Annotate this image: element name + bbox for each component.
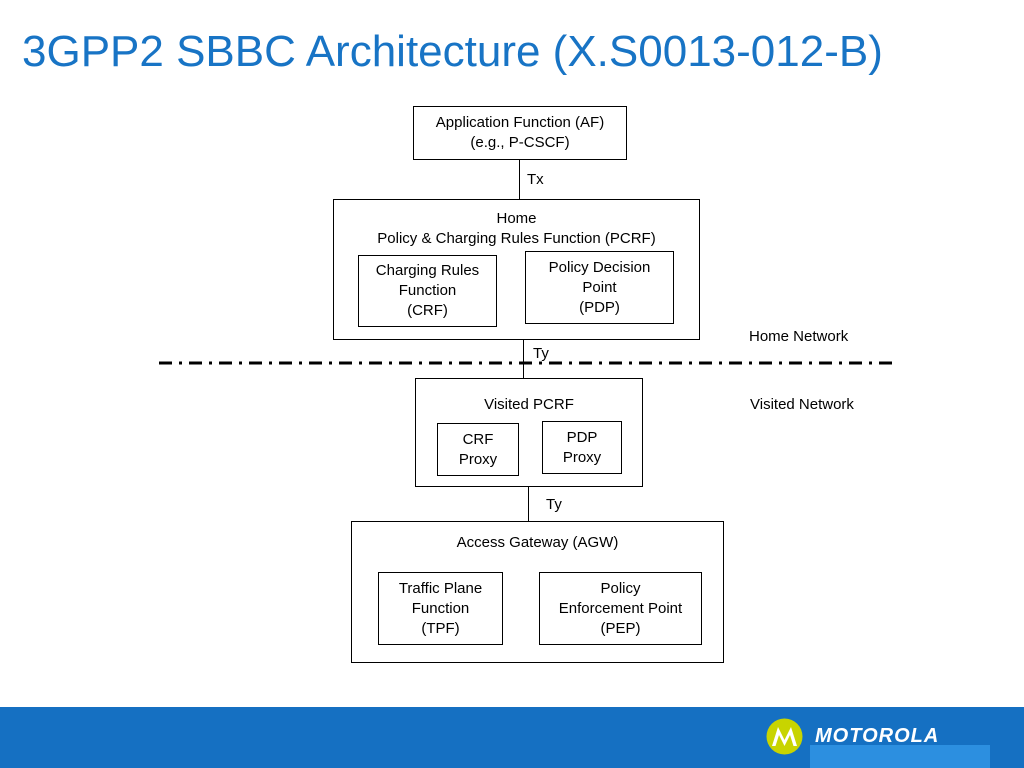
pep-line-3: (PEP) [600,619,641,637]
agw-label: Access Gateway (AGW) [456,534,619,551]
pdp-proxy-line-2: Proxy [562,448,602,466]
crf-line-2: Function [398,282,457,299]
pdp-line-1: Policy Decision [548,258,651,276]
tpf-line-1: Traffic Plane [398,579,483,597]
pep-line-1: Policy [600,579,641,597]
pep-line-2: Enforcement Point [558,599,683,617]
motorola-wordmark: MOTOROLA [815,725,940,747]
motorola-batwing-icon [766,718,803,755]
policy-enforcement-point-box: Policy Enforcement Point (PEP) [539,572,702,645]
tpf-line-3: (TPF) [421,619,460,637]
tx-connector [519,159,520,199]
slide-title: 3GPP2 SBBC Architecture (X.S0013-012-B) [22,27,883,76]
crf-proxy-line-1: CRF [462,430,494,448]
pdp-proxy-box: PDP Proxy [542,421,622,474]
crf-proxy-box: CRF Proxy [437,423,519,476]
crf-line-1: Charging Rules [375,262,480,279]
crf-proxy-line-2: Proxy [458,450,498,468]
af-line-1: Application Function (AF) [435,114,605,131]
charging-rules-function-box: Charging Rules Function (CRF) [358,255,497,327]
ty-upper-connector [523,339,524,378]
application-function-box: Application Function (AF) (e.g., P-CSCF) [413,106,627,160]
home-pcrf-line-1: Home [496,210,537,227]
network-boundary-line [159,361,897,365]
pdp-line-3: (PDP) [579,298,620,316]
pdp-line-2: Point [582,278,617,296]
tx-label: Tx [527,171,544,188]
policy-decision-point-box: Policy Decision Point (PDP) [525,251,674,324]
ty-lower-label: Ty [546,496,562,513]
traffic-plane-function-box: Traffic Plane Function (TPF) [378,572,503,645]
visited-pcrf-label: Visited PCRF [484,396,574,413]
home-network-label: Home Network [749,328,849,345]
crf-line-3: (CRF) [407,302,448,319]
ty-lower-connector [528,486,529,521]
tpf-line-2: Function [411,599,470,617]
visited-network-label: Visited Network [750,396,854,413]
home-pcrf-line-2: Policy & Charging Rules Function (PCRF) [377,230,656,247]
pdp-proxy-line-1: PDP [566,428,598,446]
ty-upper-label: Ty [533,345,549,362]
footer-accent-bar [810,745,990,768]
af-line-2: (e.g., P-CSCF) [470,134,570,151]
